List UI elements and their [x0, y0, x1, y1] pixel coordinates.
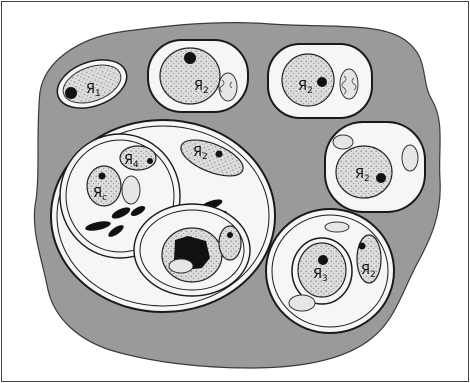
mitochondrion	[325, 222, 349, 232]
mitochondrion	[402, 145, 418, 171]
nucleolus	[317, 77, 327, 87]
mitochondrion	[289, 295, 315, 311]
nucleolus	[65, 87, 77, 99]
mitochondrion	[340, 69, 358, 99]
nucleolus	[376, 173, 386, 183]
nucleolus	[184, 52, 196, 64]
mitochondrion	[122, 176, 140, 204]
mitochondrion	[169, 259, 193, 273]
mitochondrion	[333, 135, 353, 149]
cell-right-middle: Я2	[325, 122, 425, 212]
cell-bottom-right: Я3 Я2	[266, 209, 394, 333]
mitochondrion	[219, 73, 237, 101]
nucleolus	[318, 255, 328, 265]
compound-cell: Я4 Яc Я2	[51, 120, 275, 312]
cell-top-right: Я2	[268, 44, 372, 118]
cell-top-center: Я2	[148, 40, 248, 112]
